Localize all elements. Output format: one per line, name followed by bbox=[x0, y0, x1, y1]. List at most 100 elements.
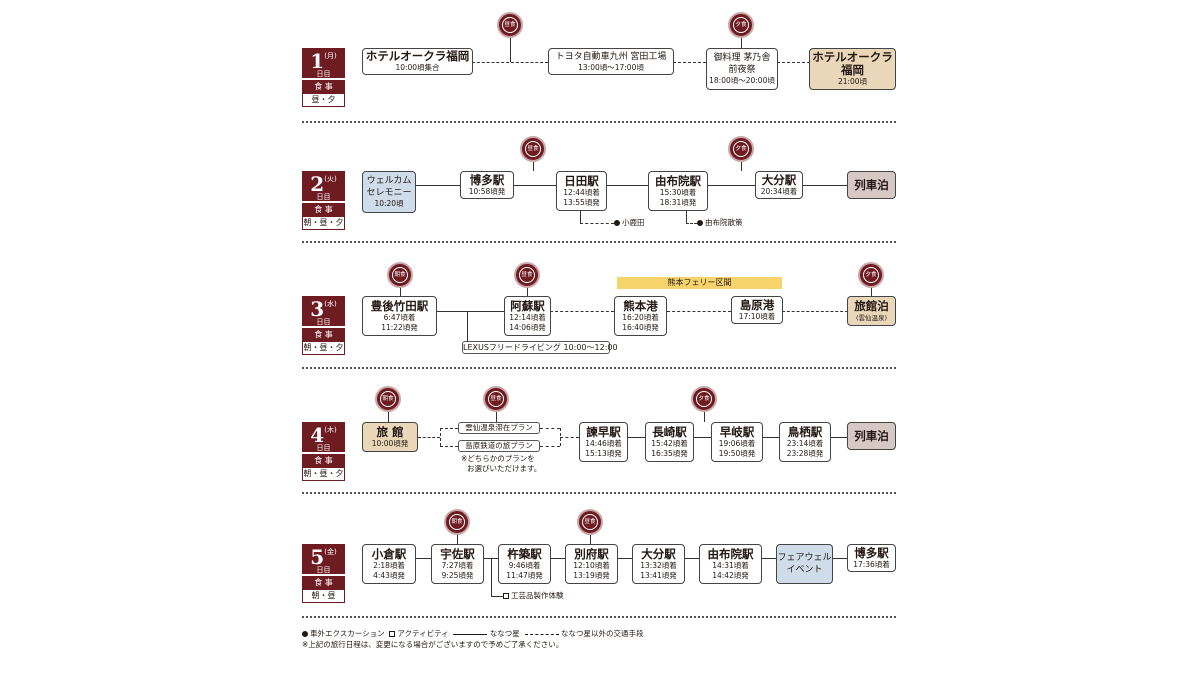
excursion-connector bbox=[686, 211, 687, 223]
plan-note: ※どちらかのプランを bbox=[461, 454, 535, 463]
meal-connector bbox=[496, 412, 497, 428]
stop-usa: 宇佐駅 7:27頃着 9:25頃発 bbox=[431, 544, 484, 584]
transfer-line bbox=[440, 446, 458, 447]
stop-train-overnight: 列車泊 bbox=[847, 171, 896, 199]
meal-title: 食 事 bbox=[302, 454, 345, 467]
plan-unzen-stay: 雲仙温泉滞在プラン bbox=[458, 422, 540, 434]
stop-toyota-factory: トヨタ自動車九州 宮田工場 13:00頃～17:00頃 bbox=[548, 48, 674, 75]
lunch-icon: 昼食 bbox=[577, 509, 603, 535]
activity-square-icon bbox=[389, 631, 396, 637]
transfer-line bbox=[418, 437, 440, 438]
day-divider bbox=[302, 616, 896, 618]
activity-connector bbox=[491, 558, 492, 596]
excursion-ontada: 小鹿田 bbox=[614, 218, 645, 228]
stop-ryokan: 旅 館 10:00頃発 bbox=[362, 422, 418, 452]
transfer-line bbox=[540, 446, 560, 447]
meal-connector bbox=[704, 412, 705, 422]
stop-isahaya: 諫早駅 14:46頃着 15:13頃発 bbox=[579, 422, 628, 462]
stop-bungo-taketa: 豊後竹田駅 6:47頃着 11:22頃発 bbox=[362, 296, 437, 336]
transfer-line bbox=[550, 311, 614, 312]
meal-list: 朝・昼・夕 bbox=[302, 341, 345, 355]
stop-ryokan-overnight: 旅館泊 (雲仙温泉) bbox=[847, 296, 896, 326]
meal-list: 朝・昼 bbox=[302, 589, 345, 603]
legend-note: ※上記の旅行日程は、変更になる場合がございますので予めご了承ください。 bbox=[302, 640, 564, 649]
transfer-line bbox=[777, 62, 810, 63]
day-divider bbox=[302, 492, 896, 494]
lunch-icon: 昼食 bbox=[514, 262, 540, 288]
dashed-line-icon bbox=[524, 633, 559, 635]
meal-title: 食 事 bbox=[302, 203, 345, 216]
transfer-line bbox=[472, 62, 548, 63]
stop-oita: 大分駅 20:34頃着 bbox=[755, 171, 803, 199]
stop-welcome-ceremony: ウェルカム セレモニー 10:20頃 bbox=[362, 171, 416, 213]
meal-connector bbox=[400, 287, 401, 296]
ferry-line bbox=[667, 311, 731, 312]
dinner-icon: 夕食 bbox=[691, 386, 717, 412]
plan-shimabara-railway: 島原鉄道の旅プラン bbox=[458, 440, 540, 452]
day-divider bbox=[302, 241, 896, 243]
stop-kitsuki: 杵築駅 9:46頃着 11:47頃発 bbox=[498, 544, 551, 584]
stop-nagasaki: 長崎駅 15:42頃着 16:35頃発 bbox=[645, 422, 694, 462]
excursion-dot-icon bbox=[302, 631, 308, 637]
meal-list: 昼・夕 bbox=[302, 93, 345, 107]
plan-split bbox=[440, 428, 442, 446]
nanatsuboshi-line bbox=[437, 311, 504, 312]
meal-title: 食 事 bbox=[302, 80, 345, 93]
transfer-line bbox=[440, 428, 458, 429]
dinner-icon: 夕食 bbox=[858, 262, 884, 288]
ferry-section-label: 熊本フェリー区間 bbox=[617, 277, 782, 289]
day-badge: 1(月) 日目 bbox=[302, 48, 345, 78]
activity-connector bbox=[491, 596, 503, 597]
lunch-icon: 昼食 bbox=[483, 386, 509, 412]
stop-yufuin: 由布院駅 15:30頃着 18:31頃発 bbox=[648, 171, 708, 211]
stop-hotel-okura: ホテルオークラ福岡 10:00頃集合 bbox=[362, 48, 473, 75]
day-badge: 3(水) 日目 bbox=[302, 296, 345, 326]
meal-connector bbox=[590, 533, 591, 544]
excursion-yufuin-stroll: 由布院散策 bbox=[697, 218, 743, 228]
day-badge: 4(木) 日目 bbox=[302, 422, 345, 452]
activity-lexus-driving: LEXUSフリードライビング 10:00～12:00 bbox=[462, 341, 618, 354]
excursion-dot-icon bbox=[697, 220, 703, 226]
stop-oita: 大分駅 13:32頃着 13:41頃発 bbox=[632, 544, 685, 584]
stop-farewell-event: フェアウェル イベント bbox=[776, 544, 833, 584]
stop-kokura: 小倉駅 2:18頃着 4:43頃発 bbox=[362, 544, 416, 584]
activity-craft: 工芸品製作体験 bbox=[503, 591, 564, 601]
excursion-line bbox=[580, 223, 614, 224]
plan-note: お選びいただけます。 bbox=[467, 464, 542, 473]
meal-connector bbox=[741, 160, 742, 171]
meal-list: 朝・昼・夕 bbox=[302, 216, 345, 230]
legend: 車外エクスカーション アクティビティ ななつ星 ななつ星以外の交通手段 bbox=[302, 629, 643, 639]
stop-kumamoto-port: 熊本港 16:20頃着 16:40頃発 bbox=[614, 296, 667, 336]
excursion-connector bbox=[580, 211, 581, 223]
excursion-dot-icon bbox=[614, 220, 620, 226]
stop-hakata: 博多駅 17:36頃着 bbox=[847, 544, 896, 572]
transfer-line bbox=[540, 428, 560, 429]
day-badge: 5(金) 日目 bbox=[302, 544, 345, 574]
meal-connector bbox=[741, 36, 742, 50]
breakfast-icon: 朝食 bbox=[387, 262, 413, 288]
meal-connector bbox=[527, 287, 528, 296]
stop-hita: 日田駅 12:44頃着 13:55頃発 bbox=[556, 171, 607, 211]
meal-connector bbox=[388, 412, 389, 422]
stop-beppu: 別府駅 12:10頃着 13:19頃発 bbox=[565, 544, 618, 584]
dinner-icon: 夕食 bbox=[728, 12, 754, 38]
stop-tosu: 鳥栖駅 23:14頃着 23:28頃発 bbox=[779, 422, 831, 462]
day-badge: 2(火) 日目 bbox=[302, 171, 345, 201]
stop-hotel-okura-night: ホテルオークラ 福岡 21:00頃 bbox=[809, 48, 896, 90]
stop-haiki: 早岐駅 19:06頃着 19:50頃発 bbox=[711, 422, 763, 462]
transfer-line bbox=[673, 62, 706, 63]
activity-connector bbox=[467, 311, 468, 341]
meal-title: 食 事 bbox=[302, 576, 345, 589]
transfer-line bbox=[560, 437, 579, 438]
dinner-icon: 夕食 bbox=[728, 136, 754, 162]
meal-title: 食 事 bbox=[302, 328, 345, 341]
stop-yufuin: 由布院駅 14:31頃着 14:42頃発 bbox=[699, 544, 762, 584]
stop-hakata: 博多駅 10:58頃発 bbox=[460, 171, 514, 199]
lunch-icon: 昼食 bbox=[520, 136, 546, 162]
meal-list: 朝・昼・夕 bbox=[302, 467, 345, 481]
stop-kayanoya: 御料理 茅乃舎 前夜祭 18:00頃～20:00頃 bbox=[706, 48, 778, 90]
breakfast-icon: 朝食 bbox=[375, 386, 401, 412]
stop-aso: 阿蘇駅 12:14頃着 14:06頃発 bbox=[504, 296, 551, 336]
meal-connector bbox=[871, 287, 872, 296]
day-divider bbox=[302, 121, 896, 123]
